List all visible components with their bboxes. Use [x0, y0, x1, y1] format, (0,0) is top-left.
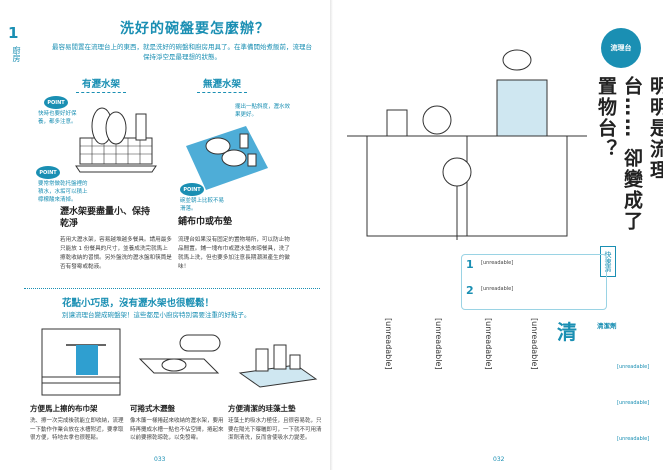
step-1-number: 1 — [466, 258, 474, 271]
column-2: [unreadable] — [484, 318, 493, 370]
tips-title: 花點小巧思，沒有瀝水架也很輕鬆！ — [62, 298, 215, 309]
step-2-text: [unreadable] — [481, 286, 514, 292]
point-badge-1: POINT — [44, 96, 68, 109]
chapter-number: 1 — [8, 24, 19, 42]
dish-rack-illustration — [75, 107, 157, 173]
tip-2-title: 可捲式木瀝盤 — [130, 404, 175, 413]
column-3: [unreadable] — [434, 318, 443, 370]
towel-rack-illustration — [41, 328, 121, 396]
page-title: 洗好的碗盤要怎麼辦？ — [120, 21, 270, 37]
without-rack-point-1: 擺出一點斜度，瀝水效果更好。 — [235, 104, 291, 118]
sidebar-label-3: [unreadable] — [617, 436, 650, 442]
with-rack-heading: 有瀝水架 — [75, 76, 127, 93]
with-rack-point-2: 要常常做乾托盤裡的積水，水垢可以積上檸檬酸來清掉。 — [38, 181, 88, 203]
with-rack-point-1: 快時也要好好保養，都多注意。 — [38, 111, 77, 125]
section-char: 清 — [557, 320, 577, 344]
diatomite-mat-illustration — [238, 344, 318, 388]
intro-text: 最容易閒置在流理台上的東西，就是洗好的碗盤和廚房用具了。在準備開始煮飯前，流理台… — [52, 43, 312, 61]
cluttered-counter-illustration — [347, 49, 587, 240]
without-rack-body: 流理台如果沒有固定的置物場所，可以防止物品閒置。鋪一塊布巾或瀝水墊來晾餐具，洗了… — [178, 237, 290, 270]
tip-3-body: 珪藻土的吸水力極佳，且很容易乾，只要在陽光下曝曬即可，一下就不可用清潔劑清洗，反… — [228, 418, 322, 441]
point-badge-3: POINT — [180, 183, 204, 196]
step-2-number: 2 — [466, 284, 474, 297]
right-page: 流理台 明明是流理台…… 卻變成了置物台？ 快速清 1 [unreadable]… — [333, 0, 663, 470]
tip-1-body: 洗、擦一次完成後就能立即收納，流理一下動作作業合放在水槽附近，要拿取很方便，特地… — [30, 418, 124, 441]
without-rack-title: 鋪布巾或布墊 — [178, 217, 233, 227]
right-headline: 明明是流理台…… 卻變成了置物台？ — [595, 76, 663, 232]
sidebar-title: 清潔劑 — [597, 322, 617, 330]
with-rack-title: 瀝水架要盡量小、保持乾淨 — [60, 207, 151, 229]
step-1-text: [unreadable] — [481, 260, 514, 266]
spine — [330, 0, 333, 470]
quick-clean-tag: 快速清 — [600, 246, 616, 277]
dish-cloth-illustration — [186, 126, 268, 190]
sidebar-label-1: [unreadable] — [617, 364, 650, 370]
section-badge: 流理台 — [601, 28, 641, 68]
cleaner-sidebar: 清潔劑 [unreadable] [unreadable] [unreadabl… — [593, 320, 649, 450]
chapter-label: 廚房 — [12, 46, 21, 62]
column-4: [unreadable] — [384, 318, 393, 370]
sidebar-label-2: [unreadable] — [617, 400, 650, 406]
tip-3-title: 方便清潔的珪藻土墊 — [228, 404, 296, 413]
tip-2-body: 像木簾一樣捲起來收納的瀝水架，要用時再攤成水槽一點也不佔空間，捲起來以前要擦乾晾… — [130, 418, 224, 441]
without-rack-point-2: 碗並朝上比較不易滑落。 — [180, 198, 225, 212]
without-rack-heading: 無瀝水架 — [196, 76, 248, 93]
page-number-right: 032 — [493, 456, 505, 463]
column-1: [unreadable] — [530, 318, 539, 370]
page-number-left: 033 — [154, 456, 166, 463]
roll-mat-illustration — [138, 334, 221, 374]
tip-1-title: 方便馬上擦的布巾架 — [30, 404, 98, 413]
divider — [24, 288, 320, 289]
point-badge-2: POINT — [36, 166, 60, 179]
steps-box — [461, 254, 607, 310]
left-page: 1 廚房 洗好的碗盤要怎麼辦？ 最容易閒置在流理台上的東西，就是洗好的碗盤和廚房… — [0, 0, 330, 470]
with-rack-body: 若用大瀝水架，容易越堆越多餐具。請用最多只能放 1 份餐具的尺寸，並養成洗完就馬… — [60, 237, 172, 270]
tips-subtitle: 別讓流理台變成碗盤架！這些都是小廚房特別需要注重的好點子。 — [62, 311, 251, 319]
